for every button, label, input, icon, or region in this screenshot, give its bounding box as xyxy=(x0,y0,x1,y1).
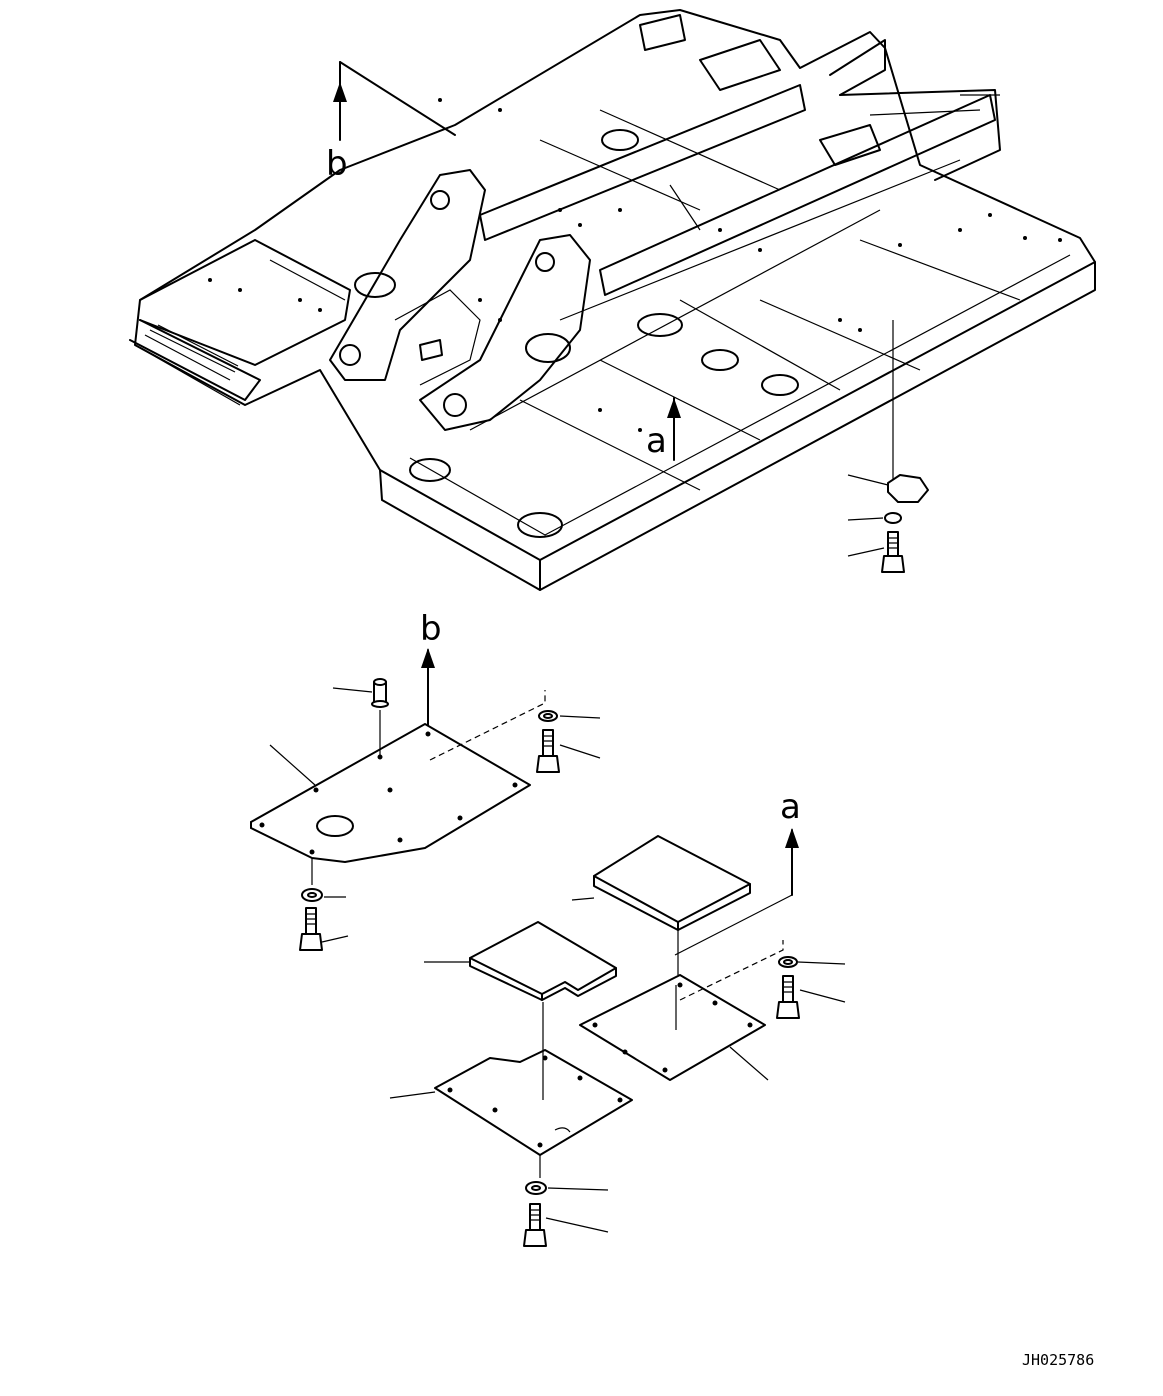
washer-b-upper xyxy=(538,710,601,722)
washer xyxy=(884,512,902,524)
washer-a-lower xyxy=(525,1181,609,1195)
view-b-label: b xyxy=(326,144,348,184)
cover-plate-a-right xyxy=(579,940,784,1081)
bolt-a-upper xyxy=(776,975,846,1019)
bolt-b-upper xyxy=(536,729,601,773)
washer-a-upper xyxy=(778,956,846,968)
cover-plate-a-left xyxy=(389,1049,633,1178)
view-b-detail-label: b xyxy=(420,609,442,649)
view-a-label: a xyxy=(646,421,667,461)
view-arrow-a-top: a xyxy=(646,397,681,461)
revolving-frame xyxy=(129,9,1096,591)
view-a-detail-label: a xyxy=(780,787,801,827)
bolt xyxy=(881,531,905,573)
insulation-pad-large xyxy=(571,835,751,975)
bolt-a-lower xyxy=(523,1203,609,1247)
view-arrow-b-top: b xyxy=(326,61,456,184)
bushing xyxy=(332,678,389,755)
small-cover-assembly xyxy=(847,320,929,573)
view-arrow-b-detail: b xyxy=(420,609,442,726)
insulation-pad-small xyxy=(424,921,617,1100)
cover-plate-b xyxy=(250,690,546,863)
drawing-reference: JH025786 xyxy=(1022,1351,1094,1369)
frame-holes xyxy=(208,98,1062,432)
bolt-b-lower xyxy=(299,907,349,951)
view-arrow-a-detail: a xyxy=(674,787,801,956)
small-cover-plate xyxy=(887,474,929,503)
washer-b-lower xyxy=(301,858,346,902)
